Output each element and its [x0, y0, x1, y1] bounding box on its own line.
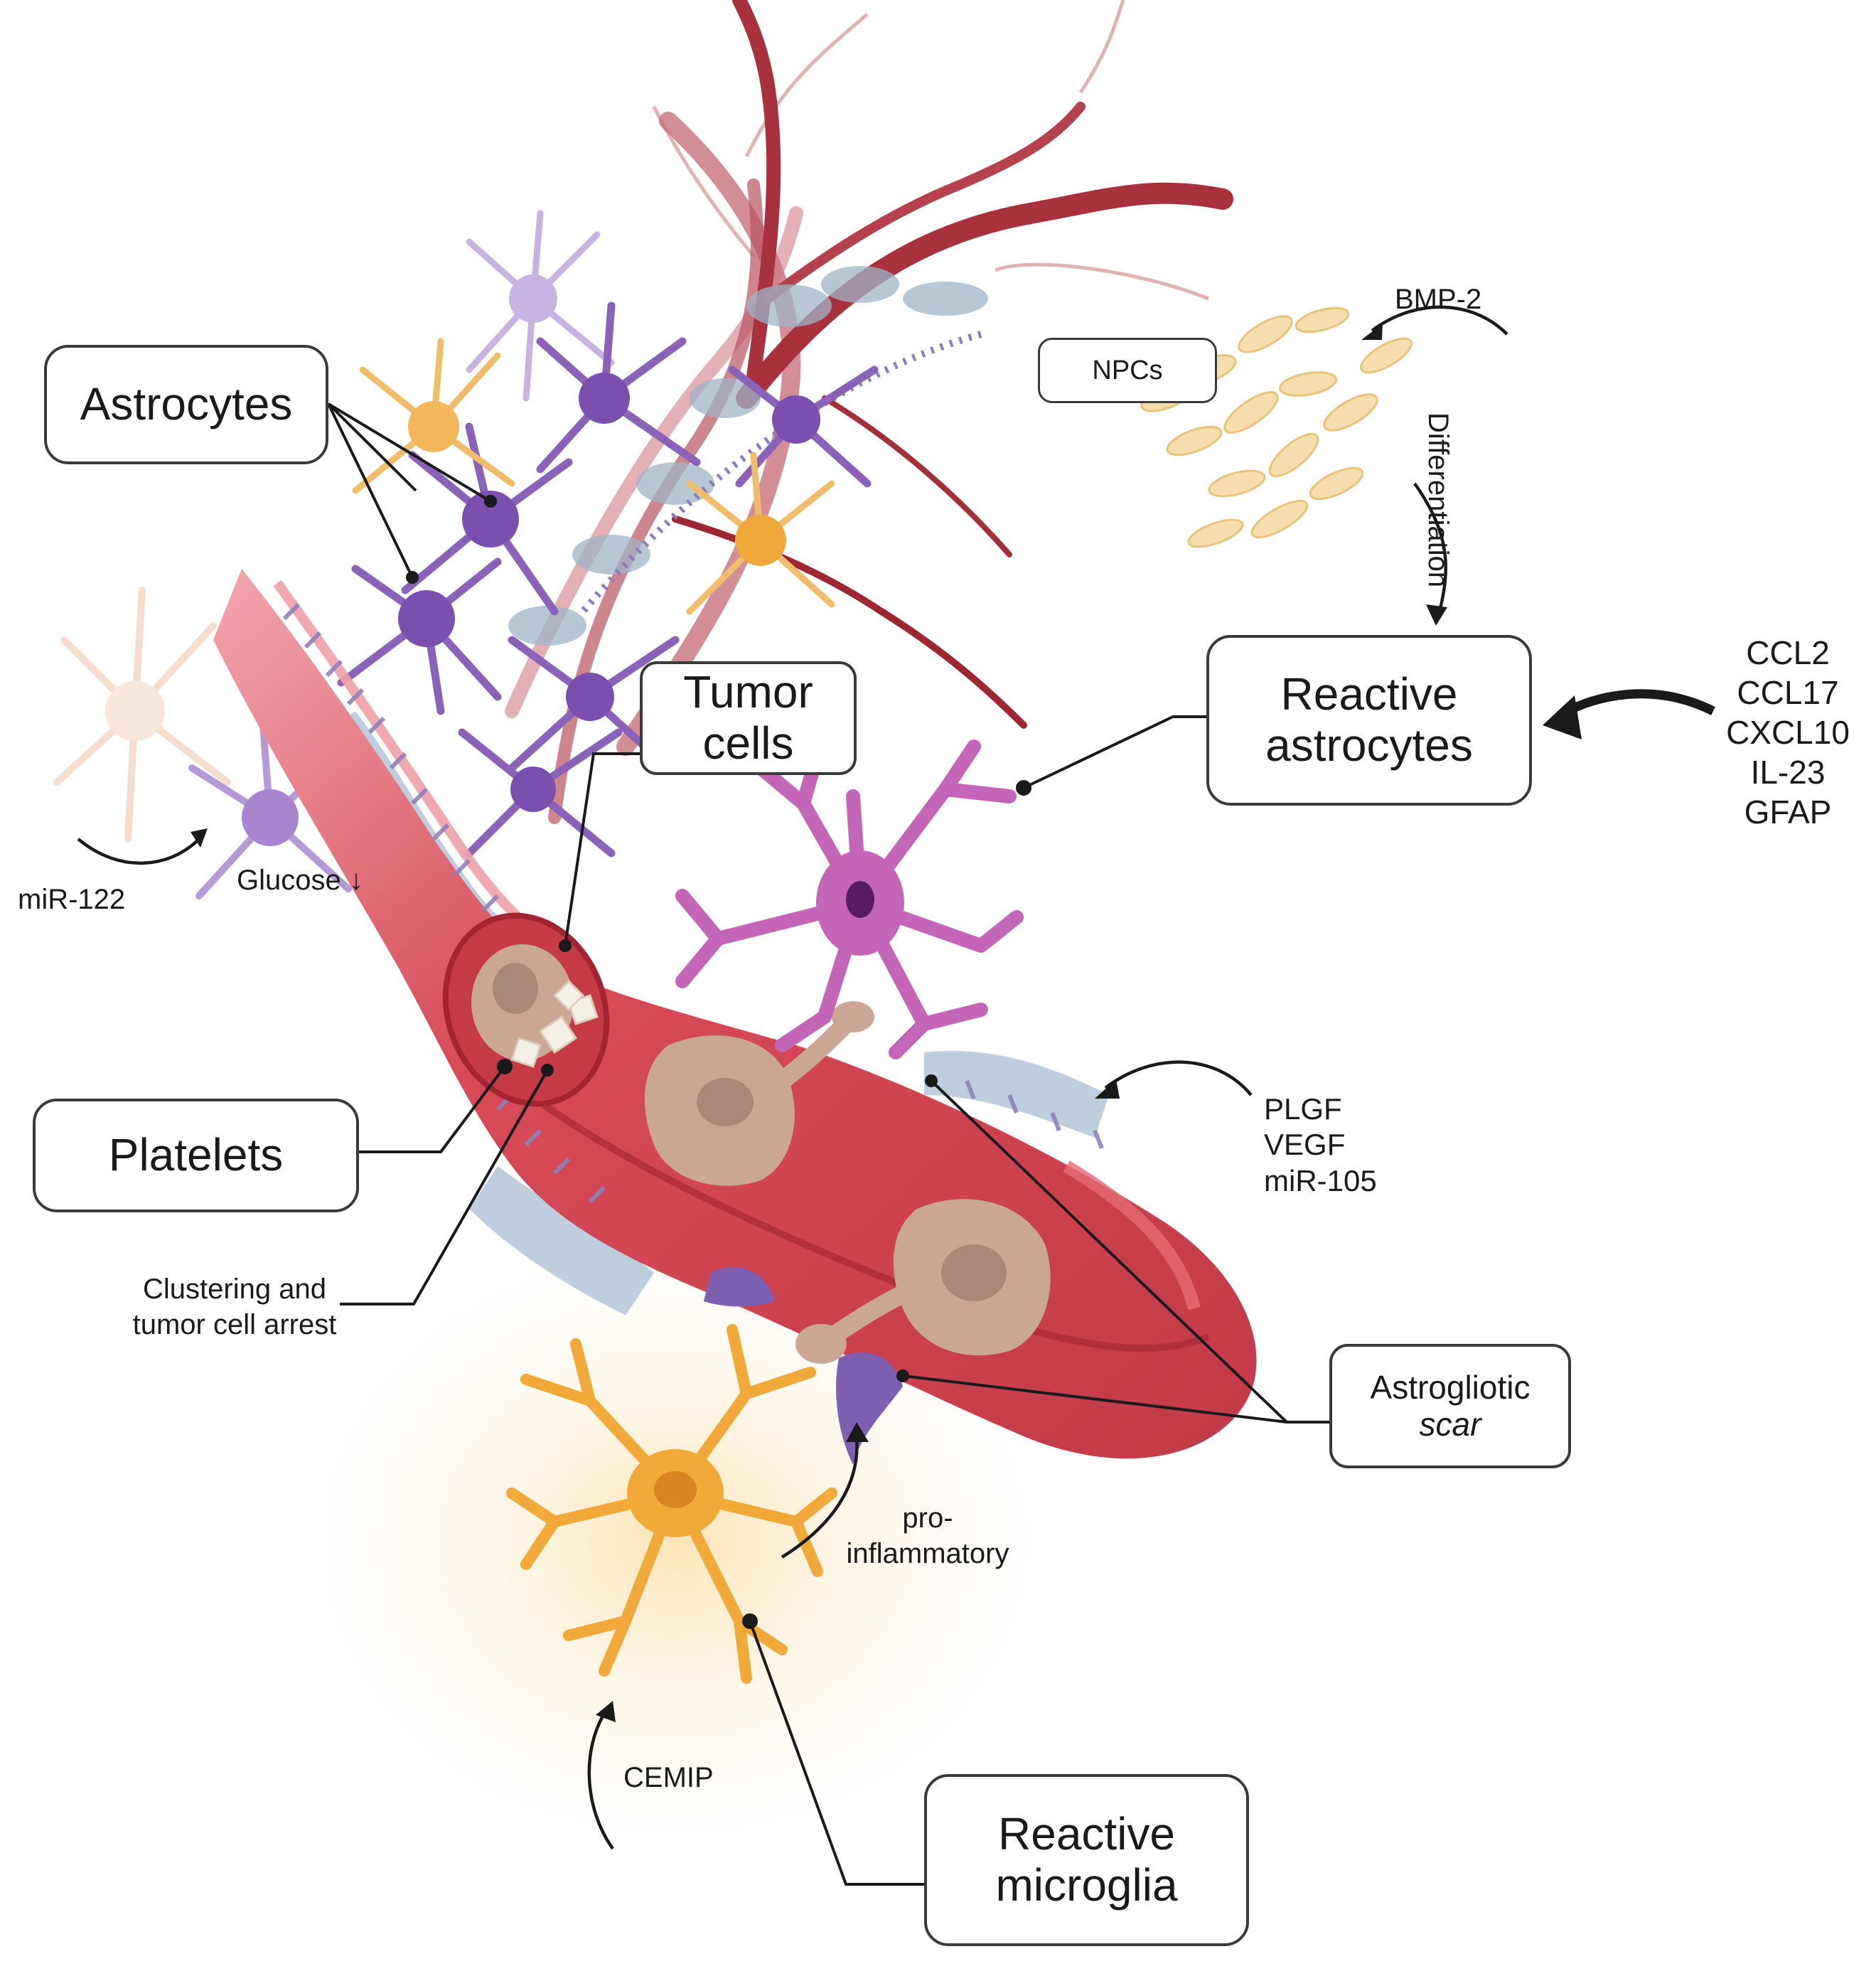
- tumor-cells: [644, 1001, 1051, 1364]
- cytokine-list: CCL2 CCL17 CXCL10 IL-23 GFAP: [1713, 633, 1862, 833]
- cytokine-gfap: GFAP: [1744, 794, 1832, 831]
- platelet-cluster: [510, 979, 599, 1068]
- cytokine-cxcl10: CXCL10: [1726, 714, 1850, 752]
- factor-mir105: miR-105: [1264, 1163, 1377, 1197]
- reactive-astrocytes-box: Reactive astrocytes: [1206, 635, 1532, 806]
- platelets-box: Platelets: [33, 1099, 359, 1212]
- npcs-box: NPCs: [1038, 338, 1217, 403]
- cytokine-ccl17: CCL17: [1737, 674, 1839, 712]
- faint-astrocyte: [53, 587, 231, 843]
- upper-vessel-endfeet: [580, 331, 982, 614]
- pro-inflammatory-label-2: inflammatory: [846, 1538, 1009, 1569]
- astrocytes-label: Astrocytes: [80, 378, 293, 430]
- reactive-microglia-box: Reactive microglia: [924, 1774, 1249, 1946]
- pro-inflammatory-arrow: [781, 1436, 859, 1559]
- plgf-arrow: [1104, 1060, 1253, 1096]
- reactive-astrocyte-cell: [675, 739, 1024, 1059]
- differentiation-label: Differentiation: [1422, 412, 1454, 588]
- astrogliotic-scar-label-1: Astrogliotic: [1370, 1368, 1531, 1406]
- astrocytes-box: Astrocytes: [44, 345, 328, 464]
- pro-inflammatory-label-1: pro-: [902, 1502, 953, 1534]
- microglia-cell: [506, 1324, 837, 1684]
- factor-list: PLGF VEGF miR-105: [1264, 1091, 1377, 1199]
- cemip-arrow: [587, 1712, 614, 1850]
- tumor-cells-label-1: Tumor: [683, 666, 813, 718]
- tumor-cells-box: Tumor cells: [640, 661, 857, 775]
- cytokine-arrow: [1558, 689, 1715, 719]
- reactive-astrocytes-label-1: Reactive: [1280, 668, 1458, 720]
- bmp2-arrow: [1371, 305, 1508, 336]
- npcs-label: NPCs: [1092, 355, 1163, 385]
- reactive-microglia-label-2: microglia: [995, 1859, 1178, 1911]
- tumor-cells-label-2: cells: [702, 717, 794, 769]
- reactive-microglia-label-1: Reactive: [998, 1808, 1175, 1860]
- platelets-label: Platelets: [108, 1129, 284, 1181]
- purple-astrocytes: [188, 210, 879, 899]
- mir122-arrow: [77, 838, 200, 865]
- leader-lines: [327, 402, 1329, 1886]
- mir122-label: miR-122: [18, 884, 126, 915]
- clustering-label-2: tumor cell arrest: [132, 1309, 337, 1340]
- pro-inflammatory-label: pro- inflammatory: [825, 1500, 1031, 1571]
- clustering-label-1: Clustering and: [143, 1273, 326, 1305]
- cemip-label: CEMIP: [623, 1762, 714, 1793]
- cytokine-ccl2: CCL2: [1746, 634, 1830, 671]
- orange-astrocytes: [352, 338, 835, 615]
- bmp2-label: BMP-2: [1395, 284, 1482, 315]
- glucose-label: Glucose ↓: [237, 865, 363, 896]
- reactive-astrocytes-label-2: astrocytes: [1265, 720, 1473, 771]
- factor-vegf: VEGF: [1264, 1128, 1346, 1162]
- factor-plgf: PLGF: [1264, 1092, 1342, 1126]
- cytokine-il23: IL-23: [1750, 754, 1826, 791]
- differentiation-arrow: [1413, 482, 1447, 612]
- astrogliotic-scar-box: Astrogliotic scar: [1329, 1344, 1571, 1468]
- clustering-label: Clustering and tumor cell arrest: [114, 1271, 355, 1342]
- astrogliotic-scar-label-2: scar: [1419, 1405, 1481, 1443]
